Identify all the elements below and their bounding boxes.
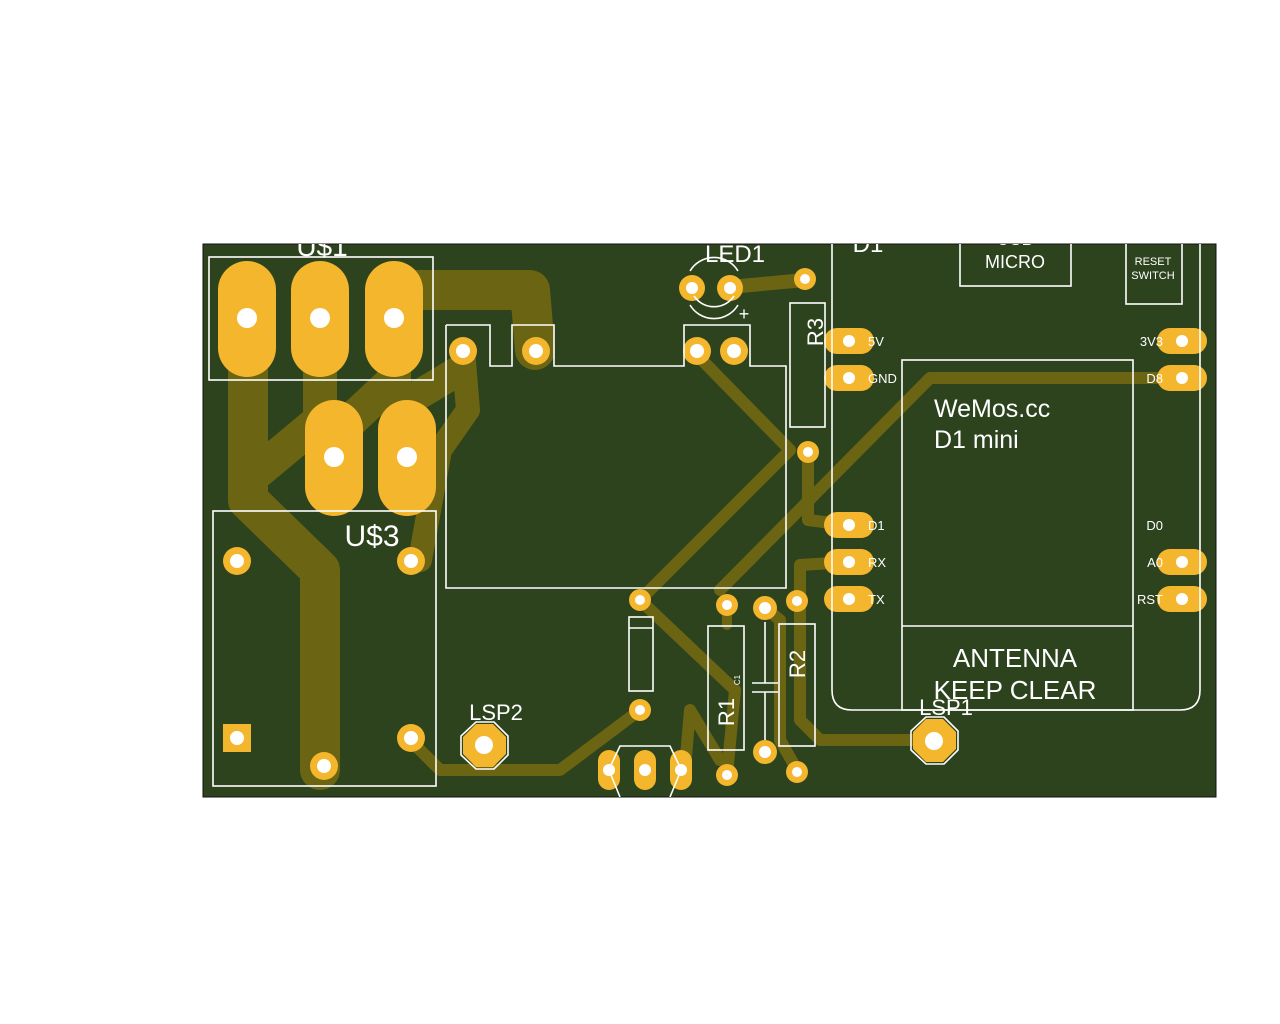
label-led1: LED1 xyxy=(705,241,765,268)
label-r2: R2 xyxy=(785,650,810,678)
label-lsp2: LSP2 xyxy=(469,700,523,725)
component-pads xyxy=(629,268,819,786)
reset-label-line2: SWITCH xyxy=(1131,270,1174,282)
pin-tx: TX xyxy=(868,592,885,607)
pin-rst: RST xyxy=(1137,592,1163,607)
label-c1: C1 xyxy=(733,674,742,685)
module-brand: WeMos.cc xyxy=(934,395,1050,423)
pin-d8: D8 xyxy=(1146,371,1163,386)
relay-pads xyxy=(449,337,748,365)
silkscreen-outlines xyxy=(208,244,1201,797)
module-header-pads xyxy=(824,328,1207,612)
module-model: D1 mini xyxy=(934,426,1019,454)
label-r1: R1 xyxy=(714,698,739,726)
pin-rx: RX xyxy=(868,555,886,570)
led1-pads xyxy=(679,275,743,301)
label-d1: D1 xyxy=(853,231,884,258)
usb-label-line1: USB xyxy=(996,229,1033,249)
pin-3v3: 3V3 xyxy=(1140,334,1163,349)
label-us1: U$1 xyxy=(296,231,347,262)
pin-d0: D0 xyxy=(1146,518,1163,533)
silkscreen-labels: U$1 U$3 LED1 + D1 LSP2 LSP1 R3 R1 R2 C1 … xyxy=(296,229,1174,726)
transistor-pads xyxy=(598,750,692,790)
label-r3: R3 xyxy=(803,318,828,346)
usb-label-line2: MICRO xyxy=(985,252,1045,272)
u1-pads xyxy=(218,261,436,516)
antenna-label-line2: KEEP CLEAR xyxy=(934,675,1097,705)
label-lsp1: LSP1 xyxy=(919,695,973,720)
label-led-plus: + xyxy=(739,304,750,324)
pin-a0: A0 xyxy=(1147,555,1163,570)
pin-5v: 5V xyxy=(868,334,884,349)
speaker-pads xyxy=(463,719,956,767)
antenna-label-line1: ANTENNA xyxy=(953,643,1078,673)
reset-label-line1: RESET xyxy=(1135,256,1172,268)
u3-pads xyxy=(223,547,425,780)
pin-d1: D1 xyxy=(868,518,885,533)
label-us3: U$3 xyxy=(344,520,399,553)
pin-gnd: GND xyxy=(868,371,897,386)
